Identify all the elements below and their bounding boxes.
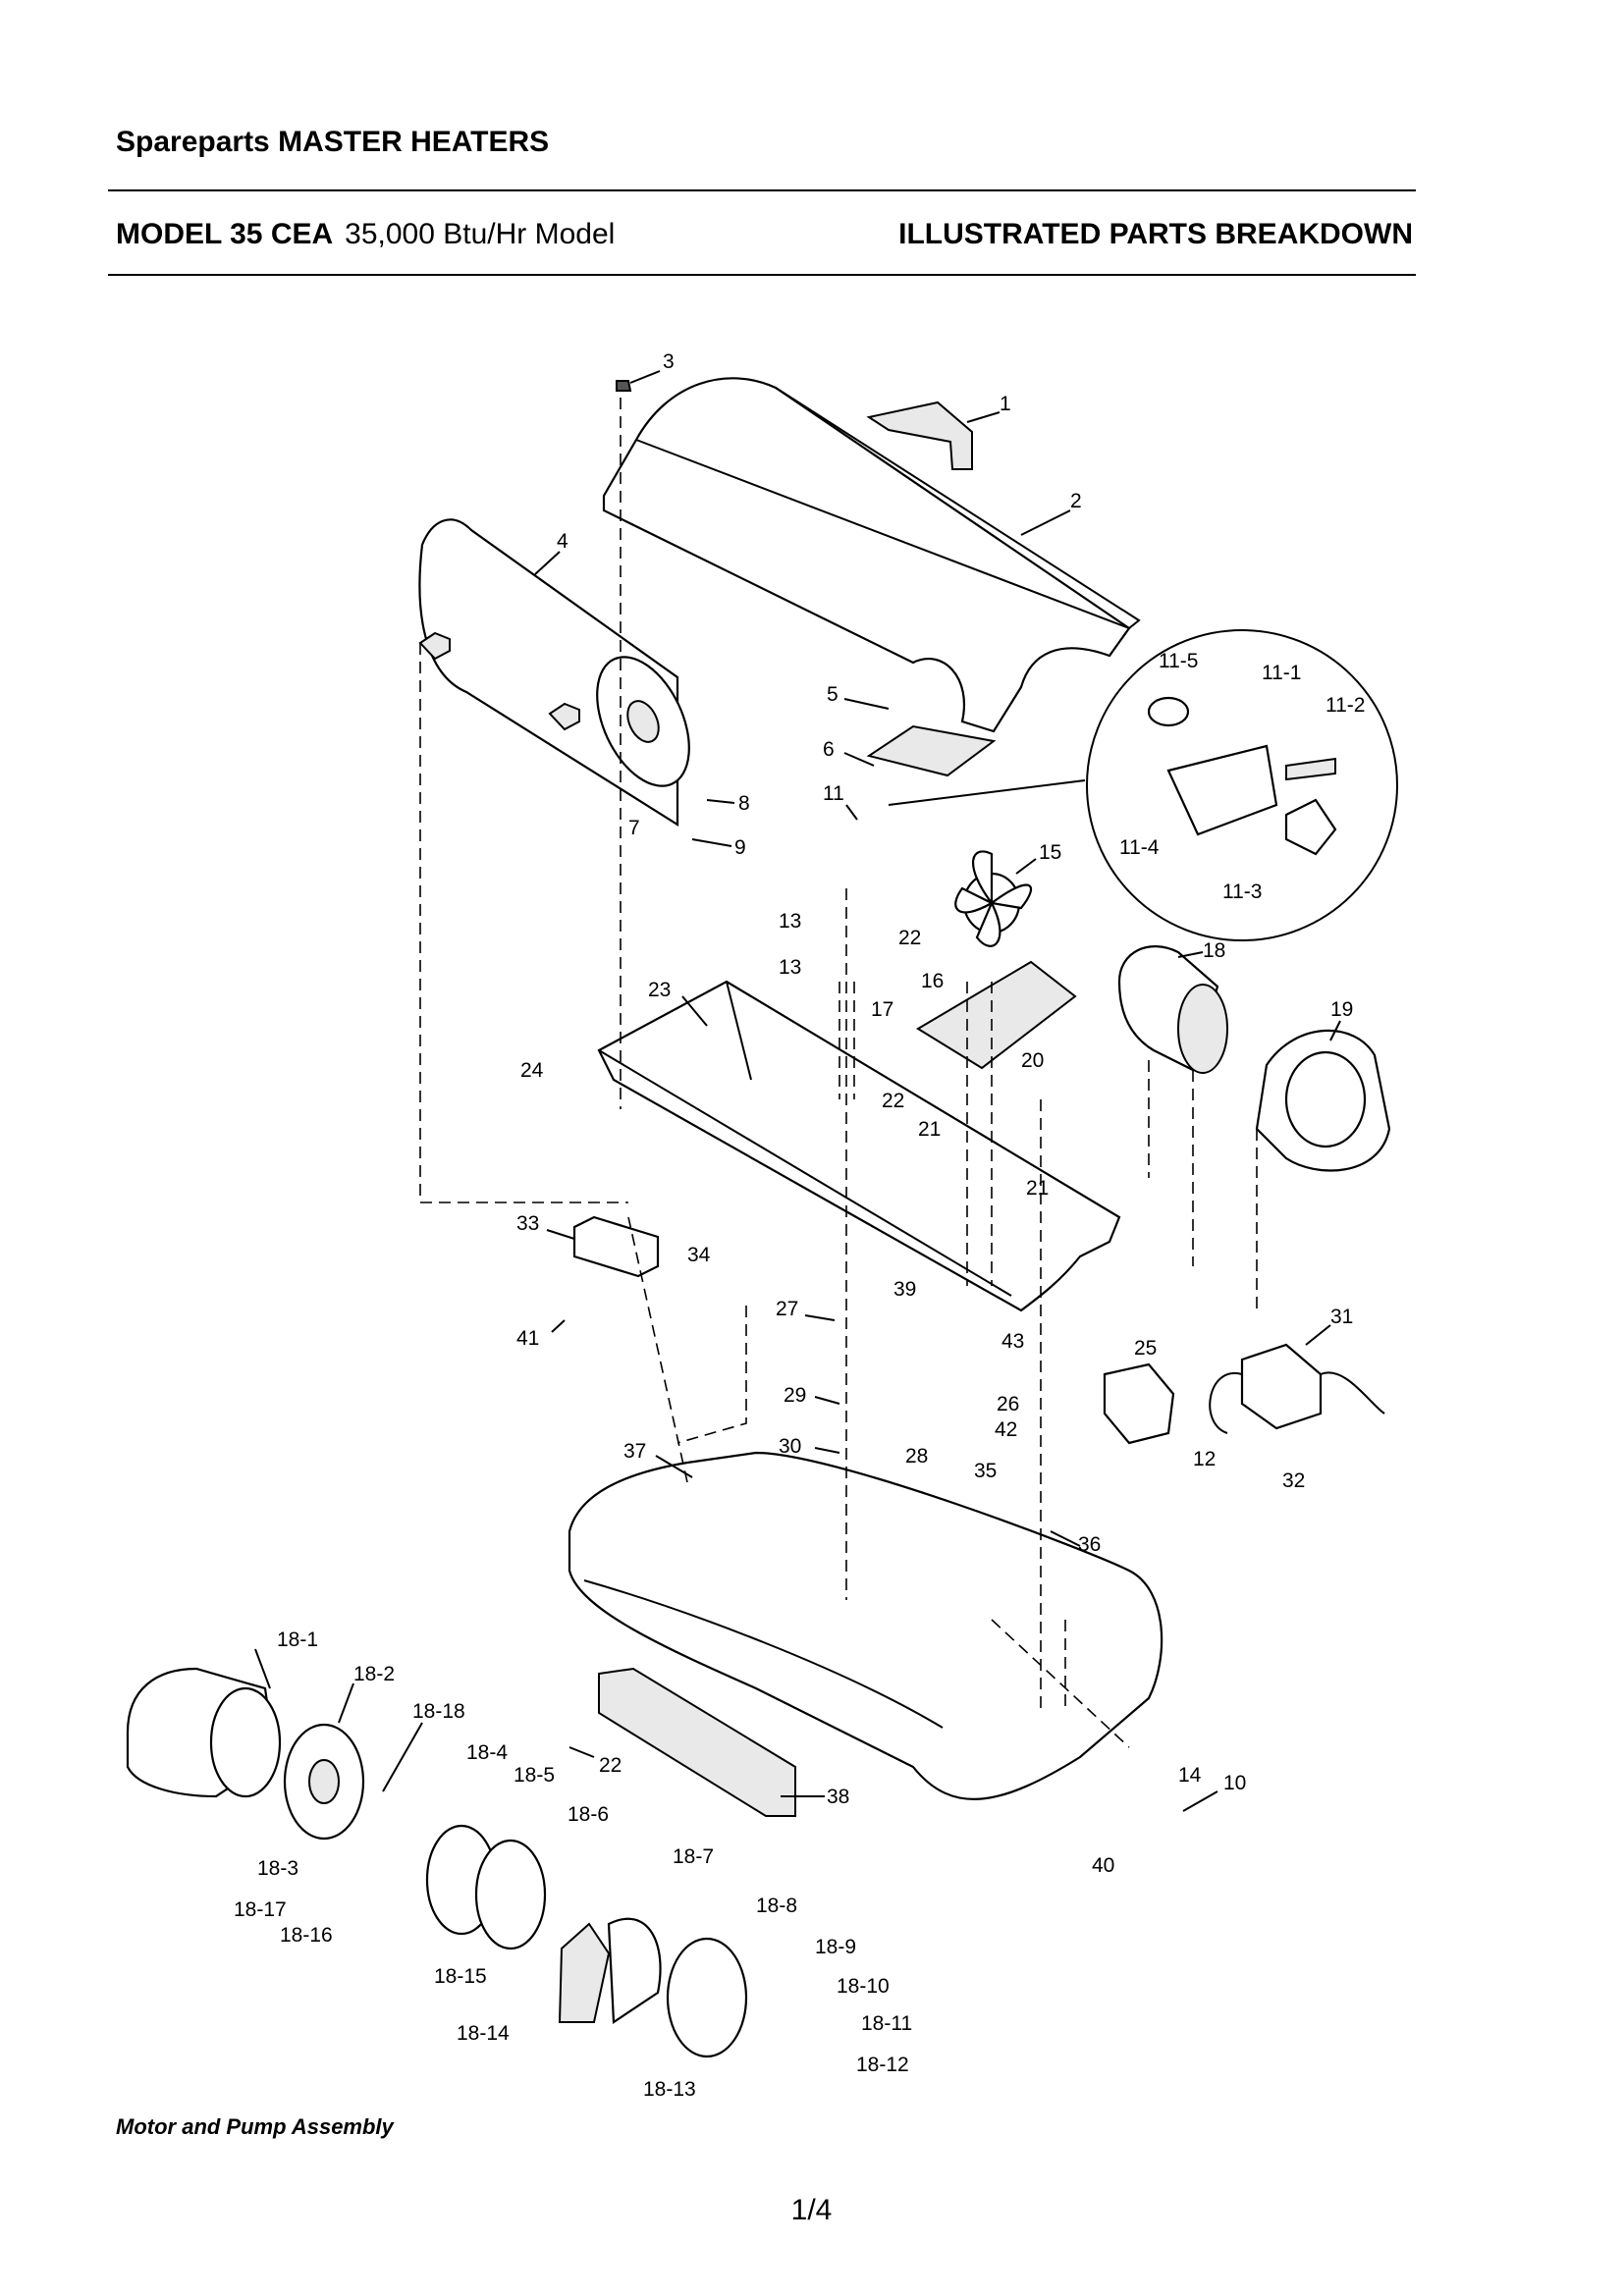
fan-part bbox=[954, 850, 1032, 947]
section-title: ILLUSTRATED PARTS BREAKDOWN bbox=[898, 218, 1413, 250]
callout-29: 29 bbox=[784, 1384, 806, 1407]
callout-18-16: 18-16 bbox=[280, 1924, 333, 1947]
pump-assembly-parts bbox=[126, 1667, 748, 2058]
screw-part bbox=[616, 380, 632, 392]
callout-11-5: 11-5 bbox=[1159, 650, 1198, 672]
callout-18-17: 18-17 bbox=[234, 1898, 287, 1921]
callout-23: 23 bbox=[648, 979, 671, 1001]
callout-25: 25 bbox=[1134, 1337, 1157, 1360]
callout-10: 10 bbox=[1223, 1772, 1246, 1794]
callout-35: 35 bbox=[974, 1460, 997, 1482]
callout-19: 19 bbox=[1330, 998, 1353, 1021]
callout-26: 26 bbox=[997, 1393, 1019, 1415]
callout-43: 43 bbox=[1001, 1330, 1024, 1353]
callout-39: 39 bbox=[893, 1278, 916, 1301]
mounting-bracket-part bbox=[916, 960, 1077, 1070]
callout-21b: 21 bbox=[1026, 1177, 1049, 1200]
model-name: MODEL 35 CEA bbox=[116, 218, 334, 250]
callout-11-2: 11-2 bbox=[1325, 694, 1365, 717]
callout-18-1: 18-1 bbox=[277, 1629, 318, 1651]
callout-37: 37 bbox=[623, 1440, 646, 1463]
callout-11-3: 11-3 bbox=[1222, 881, 1262, 903]
callout-18-8: 18-8 bbox=[756, 1895, 797, 1917]
callout-28: 28 bbox=[905, 1445, 928, 1468]
callout-11: 11 bbox=[823, 782, 844, 805]
callout-1: 1 bbox=[1000, 393, 1011, 415]
combustion-chamber-part bbox=[418, 518, 690, 827]
callout-7: 7 bbox=[628, 817, 640, 839]
callout-13a: 13 bbox=[779, 910, 801, 933]
diagram-caption: Motor and Pump Assembly bbox=[116, 2114, 394, 2139]
callout-18-9: 18-9 bbox=[815, 1936, 856, 1958]
callout-8: 8 bbox=[738, 792, 750, 815]
callout-9: 9 bbox=[734, 836, 746, 859]
callout-14: 14 bbox=[1178, 1764, 1202, 1787]
callout-4: 4 bbox=[557, 530, 568, 553]
callout-36: 36 bbox=[1078, 1533, 1101, 1556]
callout-42: 42 bbox=[995, 1418, 1017, 1441]
callout-18-15: 18-15 bbox=[434, 1965, 487, 1988]
callout-11-4: 11-4 bbox=[1119, 836, 1160, 859]
callout-15: 15 bbox=[1039, 841, 1061, 864]
callout-34: 34 bbox=[687, 1244, 711, 1266]
callout-5: 5 bbox=[827, 683, 839, 706]
callout-18-7: 18-7 bbox=[673, 1845, 714, 1868]
model-line: MODEL 35 CEA 35,000 Btu/Hr Model bbox=[116, 218, 615, 251]
header-rule-bottom bbox=[108, 274, 1416, 276]
callout-18: 18 bbox=[1203, 939, 1225, 962]
callout-38: 38 bbox=[827, 1786, 849, 1808]
callout-18-18: 18-18 bbox=[412, 1700, 465, 1723]
callout-13b: 13 bbox=[779, 956, 801, 979]
callout-22a: 22 bbox=[898, 927, 921, 949]
callout-12: 12 bbox=[1193, 1448, 1216, 1470]
handle-part bbox=[866, 400, 973, 470]
callout-labels: 1 2 3 4 5 6 7 8 9 10 11 11-1 11-2 11-3 1… bbox=[234, 350, 1365, 2101]
callout-30: 30 bbox=[779, 1435, 801, 1458]
callout-18-2: 18-2 bbox=[353, 1663, 395, 1685]
callout-21a: 21 bbox=[918, 1118, 941, 1141]
callout-22b: 22 bbox=[882, 1090, 904, 1112]
motor-part bbox=[1117, 945, 1228, 1074]
callout-22c: 22 bbox=[599, 1754, 622, 1777]
callout-16: 16 bbox=[921, 970, 944, 992]
lower-shroud-part bbox=[597, 980, 1121, 1312]
page-number: 1/4 bbox=[790, 2194, 833, 2226]
callout-18-12: 18-12 bbox=[856, 2054, 909, 2076]
inset-detail bbox=[1086, 629, 1398, 941]
brand-title: Spareparts MASTER HEATERS bbox=[116, 126, 550, 158]
exploded-parts-diagram: 1 2 3 4 5 6 7 8 9 10 11 11-1 11-2 11-3 1… bbox=[126, 350, 1398, 2101]
callout-18-4: 18-4 bbox=[466, 1741, 508, 1764]
callout-17: 17 bbox=[871, 998, 893, 1021]
top-cover-part bbox=[602, 377, 1141, 733]
callout-33: 33 bbox=[516, 1212, 539, 1235]
callout-40: 40 bbox=[1092, 1854, 1114, 1877]
control-module-part bbox=[1103, 1362, 1175, 1445]
callout-6: 6 bbox=[823, 738, 835, 761]
model-description: 35,000 Btu/Hr Model bbox=[345, 218, 616, 250]
callout-18-10: 18-10 bbox=[837, 1975, 890, 1998]
callout-32: 32 bbox=[1282, 1469, 1305, 1492]
ignition-transformer-part bbox=[1209, 1343, 1385, 1434]
callout-24: 24 bbox=[520, 1059, 544, 1082]
callout-18-11: 18-11 bbox=[861, 2012, 912, 2035]
bracket-part bbox=[866, 724, 997, 777]
header-rule-top bbox=[108, 189, 1416, 191]
callout-3: 3 bbox=[663, 350, 675, 373]
circuit-board-part bbox=[572, 1215, 660, 1278]
side-panel-part bbox=[598, 1667, 796, 1817]
callout-11-1: 11-1 bbox=[1262, 662, 1301, 684]
callout-41: 41 bbox=[516, 1327, 539, 1350]
callout-27: 27 bbox=[776, 1298, 798, 1320]
callout-18-6: 18-6 bbox=[568, 1803, 609, 1826]
callout-31: 31 bbox=[1330, 1306, 1353, 1328]
callout-20: 20 bbox=[1021, 1049, 1044, 1072]
fan-guard-part bbox=[1255, 1029, 1391, 1172]
fuel-tank-part bbox=[568, 1451, 1163, 1800]
callout-18-3: 18-3 bbox=[257, 1857, 298, 1880]
callout-18-5: 18-5 bbox=[514, 1764, 555, 1787]
callout-18-13: 18-13 bbox=[643, 2078, 696, 2101]
callout-2: 2 bbox=[1070, 490, 1082, 512]
callout-18-14: 18-14 bbox=[457, 2022, 510, 2045]
assembly-lines bbox=[419, 398, 1258, 1748]
